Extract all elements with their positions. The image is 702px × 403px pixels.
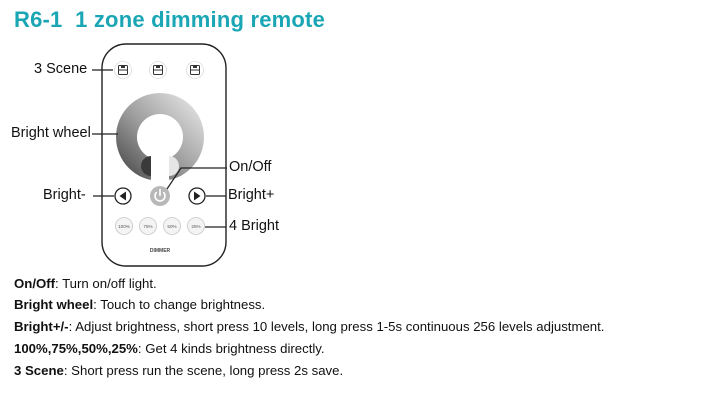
level-button-25[interactable]: 25% <box>187 217 205 235</box>
callout-bright-wheel: Bright wheel <box>11 125 91 141</box>
description-levels: 100%,75%,50%,25%: Get 4 kinds brightness… <box>14 341 325 356</box>
power-button[interactable] <box>150 186 170 206</box>
brand-label: DIMMER <box>150 248 171 254</box>
callout-bright-plus: Bright+ <box>228 187 275 203</box>
callout-scene: 3 Scene <box>34 61 88 77</box>
scene-button-3[interactable] <box>186 61 204 79</box>
power-icon <box>154 188 166 202</box>
description-term: On/Off <box>14 276 56 291</box>
page-title: R6-1 1 zone dimming remote <box>14 7 326 32</box>
description-text: : Get 4 kinds brightness directly. <box>137 341 325 356</box>
level-label: 25% <box>191 224 200 229</box>
callout-bright-minus: Bright- <box>43 187 86 203</box>
description-term: Bright+/- <box>14 319 69 334</box>
description-text: : Short press run the scene, long press … <box>63 363 344 378</box>
bright-minus-button[interactable] <box>114 187 132 205</box>
level-label: 75% <box>143 224 152 229</box>
description-text: : Adjust brightness, short press 10 leve… <box>68 319 605 334</box>
level-button-75[interactable]: 75% <box>139 217 157 235</box>
description-bright-wheel: Bright wheel: Touch to change brightness… <box>14 297 265 312</box>
description-term: Bright wheel <box>14 297 94 312</box>
bright-plus-button[interactable] <box>188 187 206 205</box>
level-button-50[interactable]: 50% <box>163 217 181 235</box>
level-label: 100% <box>118 224 130 229</box>
description-text: : Touch to change brightness. <box>93 297 266 312</box>
save-icon <box>118 65 128 75</box>
description-text: : Turn on/off light. <box>55 276 157 291</box>
description-scene: 3 Scene: Short press run the scene, long… <box>14 363 343 378</box>
scene-button-1[interactable] <box>114 61 132 79</box>
triangle-left-icon <box>119 191 126 201</box>
level-label: 50% <box>167 224 176 229</box>
triangle-right-icon <box>194 191 201 201</box>
bright-wheel[interactable] <box>116 93 204 184</box>
description-bright-plus-minus: Bright+/-: Adjust brightness, short pres… <box>14 319 604 334</box>
on-off-leader <box>166 167 227 190</box>
scene-button-2[interactable] <box>149 61 167 79</box>
save-icon <box>190 65 200 75</box>
description-term: 3 Scene <box>14 363 64 378</box>
description-on-off: On/Off: Turn on/off light. <box>14 276 157 291</box>
level-button-100[interactable]: 100% <box>115 217 133 235</box>
callout-on-off: On/Off <box>229 159 272 175</box>
save-icon <box>153 65 163 75</box>
description-term: 100%,75%,50%,25% <box>14 341 138 356</box>
callout-four-bright: 4 Bright <box>229 218 279 234</box>
